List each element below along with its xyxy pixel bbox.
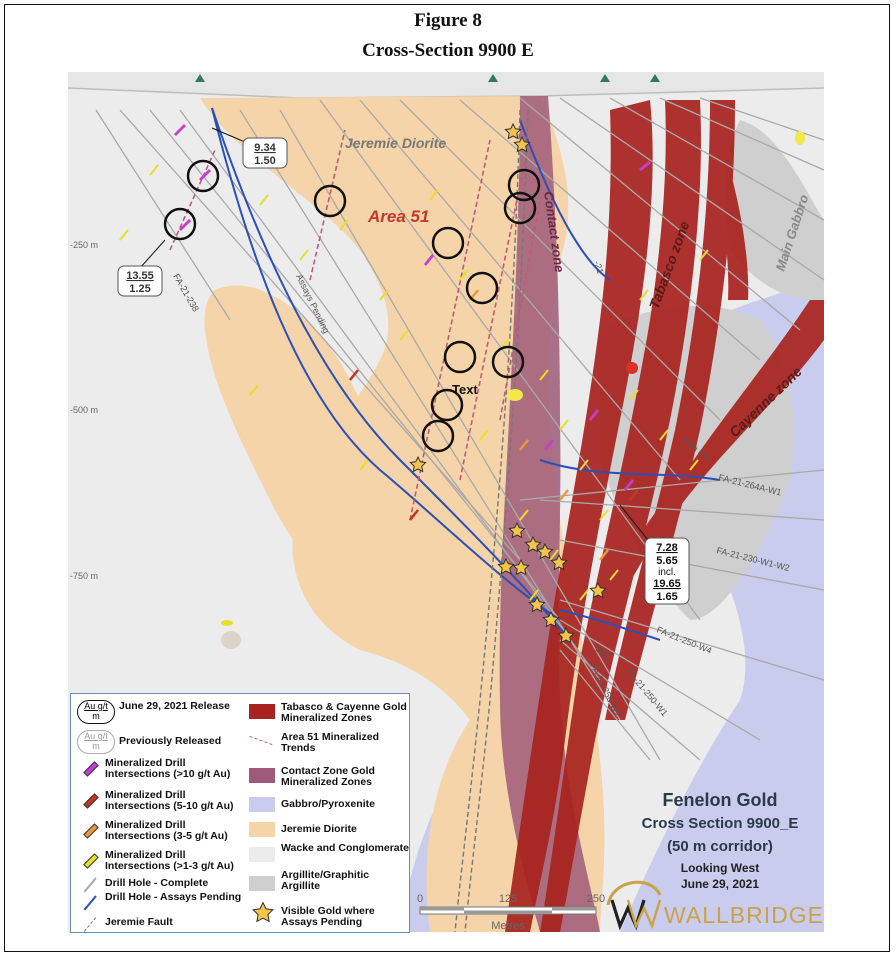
legend-pen-3-icon — [83, 823, 99, 839]
callout-7-28-l2: 5.65 — [656, 555, 677, 567]
legend-prev-label: Previously Released — [119, 735, 222, 747]
title-block-line3: (50 m corridor) — [667, 838, 773, 855]
diorite-lump — [221, 631, 241, 649]
legend-diorite: Jeremie Diorite — [281, 823, 357, 835]
callout-13-55: 13.55 1.25 — [117, 239, 166, 297]
visible-gold-blob — [221, 620, 233, 626]
legend-drill-pending-icon — [83, 895, 97, 911]
callout-7-28-l5: 1.65 — [656, 591, 677, 603]
callout-13-55-top: 13.55 — [126, 270, 154, 282]
legend-gabbro: Gabbro/Pyroxenite — [281, 798, 375, 810]
brand-name: WALLBRIDGE — [664, 902, 824, 928]
legend-contact: Contact Zone Gold Mineralized Zones — [281, 765, 375, 788]
label-hole-21: -21 — [592, 260, 606, 275]
drill-holes-pending — [211, 107, 721, 641]
callout-7-28-l3: incl. — [658, 567, 676, 578]
legend-swatch-area51 — [249, 735, 273, 746]
callout-7-28-l4: 19.65 — [653, 578, 681, 590]
legend-swatch-gabbro — [249, 797, 275, 812]
figure-title: Cross-Section 9900 E — [362, 40, 534, 61]
legend-swatch-diorite — [249, 822, 275, 837]
callout-7-28: 7.28 5.65 incl. 19.65 1.65 — [619, 504, 690, 605]
depth-label-500: -500 m — [70, 405, 98, 415]
label-jeremie-diorite: Jeremie Diorite — [345, 135, 446, 151]
legend-star-icon — [251, 902, 275, 923]
legend-swatch-argillite — [249, 876, 275, 891]
title-block-line4: Looking West — [680, 861, 760, 875]
depth-label-250: -250 m — [70, 240, 98, 250]
intersections-5-10 — [348, 369, 640, 521]
tree-icons — [195, 74, 660, 82]
legend-argillite: Argillite/Graphitic Argillite — [281, 869, 370, 892]
contact-zone — [499, 96, 600, 932]
title-block-line1: Fenelon Gold — [662, 790, 778, 810]
legend-drill-complete-icon — [83, 877, 97, 893]
callout-9-34-bottom: 1.50 — [254, 155, 275, 167]
area51-target-circles — [163, 159, 541, 453]
marker-pin — [626, 362, 638, 374]
legend-min1: Mineralized Drill Intersections (>1-3 g/… — [105, 849, 234, 872]
diorite-lens — [204, 285, 443, 642]
depth-label-750: -750 m — [70, 571, 98, 581]
legend-min5: Mineralized Drill Intersections (5-10 g/… — [105, 789, 234, 812]
jeremie-fault — [454, 109, 529, 933]
legend-fault: Jeremie Fault — [105, 916, 173, 928]
callout-9-34: 9.34 1.50 — [211, 127, 288, 169]
label-area51: Area 51 — [367, 207, 429, 226]
drill-holes-complete — [95, 97, 825, 761]
figure-number: Figure 8 — [414, 10, 482, 31]
wallbridge-logo: WALLBRIDGE — [606, 880, 824, 931]
scale-bar: 0 125 250 Metres — [417, 893, 605, 932]
callout-7-28-l1: 7.28 — [656, 542, 677, 554]
visible-gold-stars — [409, 122, 607, 644]
legend-fault-icon — [83, 917, 97, 932]
legend-min10: Mineralized Drill Intersections (>10 g/t… — [105, 757, 231, 780]
legend-release-label: June 29, 2021 Release — [119, 700, 230, 712]
legend-pen-5-icon — [83, 793, 99, 809]
legend-swatch-wacke — [249, 847, 275, 862]
scale-unit: Metres — [491, 920, 525, 932]
callout-9-34-top: 9.34 — [254, 142, 276, 154]
label-text-marker: Text — [452, 382, 478, 397]
legend-pen-1-icon — [83, 853, 99, 869]
overburden — [68, 72, 824, 98]
legend-min3: Mineralized Drill Intersections (3-5 g/t… — [105, 819, 228, 842]
figure-frame — [4, 4, 890, 952]
legend-dh-complete: Drill Hole - Complete — [105, 877, 209, 889]
intersections-1-3 — [119, 164, 709, 601]
intersections-10-plus — [174, 124, 651, 491]
area51-trends — [169, 129, 541, 521]
legend-pen-10-icon — [83, 761, 99, 777]
tabasco-cayenne-zones — [505, 100, 824, 932]
legend-swatch-contact — [249, 768, 275, 783]
visible-gold-blob — [795, 131, 805, 145]
scale-tick-125: 125 — [499, 893, 517, 905]
title-block-line5: June 29, 2021 — [680, 877, 760, 891]
legend-wacke: Wacke and Conglomerate — [281, 842, 409, 854]
legend-visible-gold: Visible Gold where Assays Pending — [281, 905, 375, 928]
legend-dh-pending: Drill Hole - Assays Pending — [105, 891, 242, 903]
scale-tick-0: 0 — [417, 893, 423, 905]
legend-area51: Area 51 Mineralized Trends — [281, 731, 380, 754]
legend-tabasco-cayenne: Tabasco & Cayenne Gold Mineralized Zones — [281, 701, 407, 724]
scale-tick-250: 250 — [587, 893, 605, 905]
visible-gold-blob — [507, 389, 523, 401]
legend-swatch-tabasco — [249, 704, 275, 719]
title-block-line2: Cross Section 9900_E — [641, 815, 799, 832]
callout-13-55-bottom: 1.25 — [129, 283, 150, 295]
argillite-upper — [724, 120, 824, 300]
